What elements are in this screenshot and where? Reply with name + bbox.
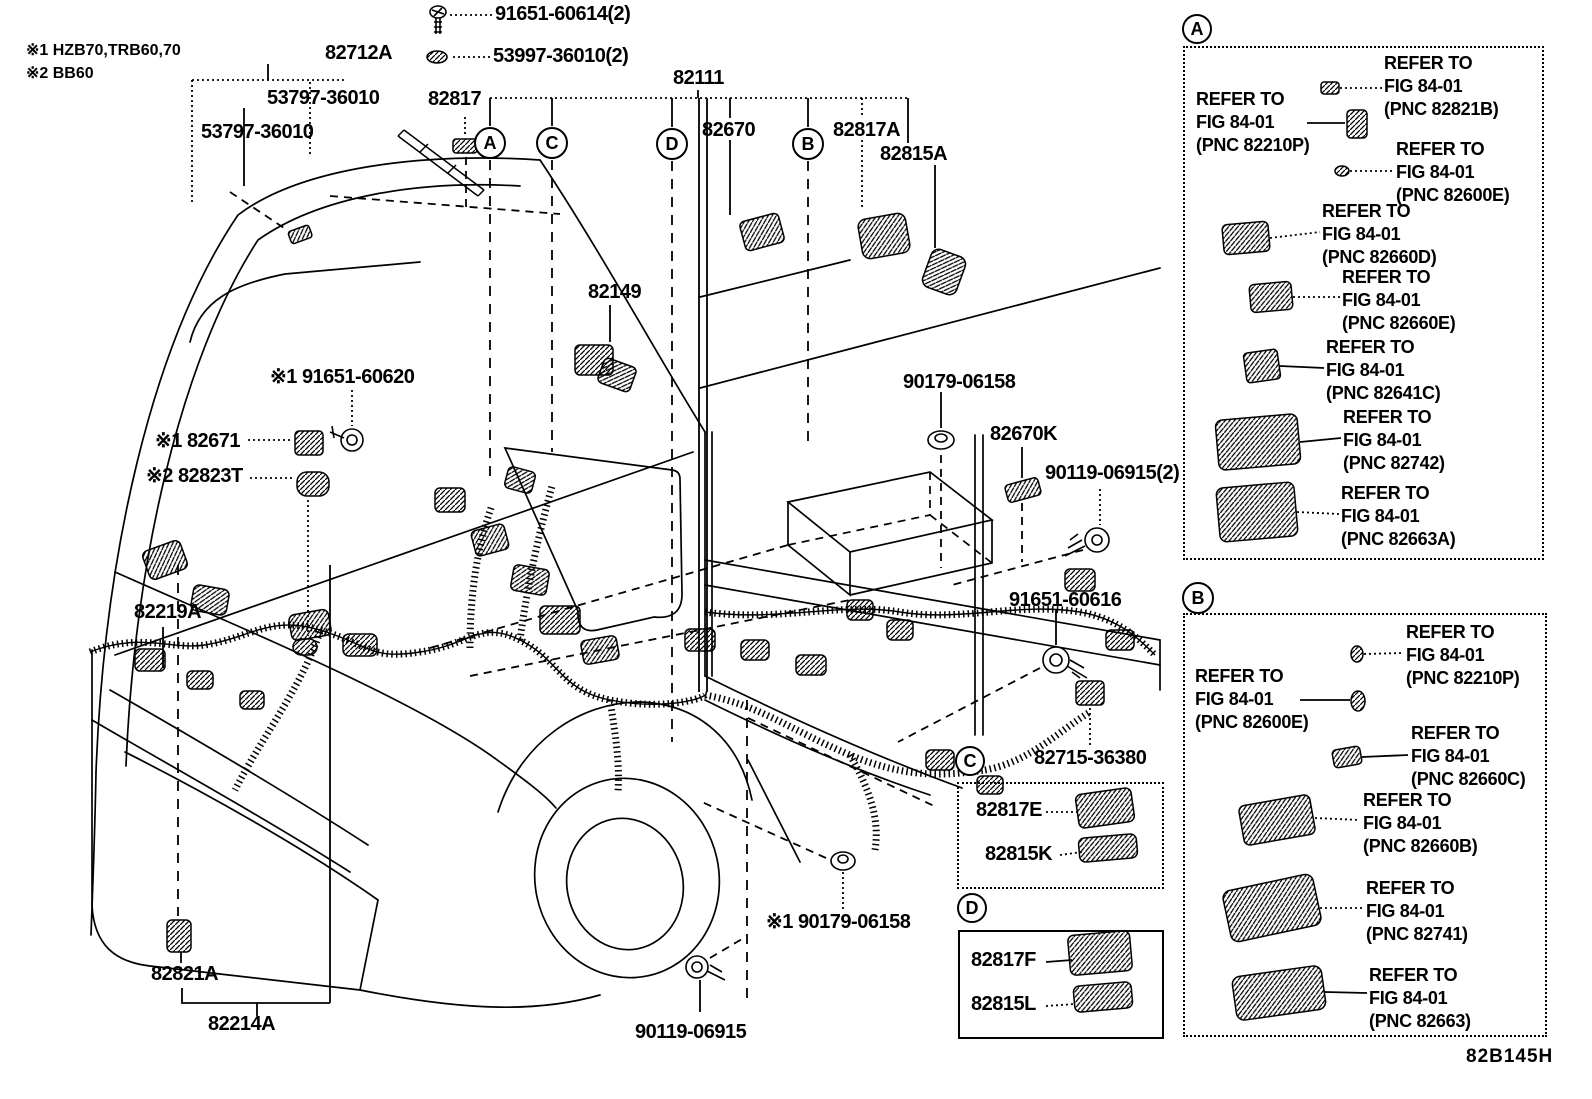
- part-label[interactable]: 90119-06915(2): [1045, 462, 1180, 484]
- bolt-91651-60620-icon: [329, 425, 364, 452]
- clip-82671-icon: [294, 430, 324, 456]
- refer-to-text: REFER TO FIG 84-01 (PNC 82660E): [1342, 267, 1456, 333]
- part-label[interactable]: 82214A: [208, 1013, 276, 1035]
- part-label[interactable]: 91651-60614(2): [495, 3, 631, 25]
- part-label[interactable]: 82821A: [151, 963, 219, 985]
- part-label[interactable]: 82815L: [971, 993, 1036, 1015]
- part-label[interactable]: 82817A: [833, 119, 901, 141]
- part-label[interactable]: 82815A: [880, 143, 948, 165]
- refer-panel-B: [1183, 613, 1547, 1037]
- refer-to-text: REFER TO FIG 84-01 (PNC 82600E): [1195, 666, 1309, 732]
- part-label[interactable]: 82670K: [990, 423, 1058, 445]
- part-label[interactable]: 53797-36010: [267, 87, 380, 109]
- part-label[interactable]: 82815K: [985, 843, 1053, 865]
- refer-to-text: REFER TO FIG 84-01 (PNC 82821B): [1384, 53, 1499, 119]
- refer-to-text: REFER TO FIG 84-01 (PNC 82663): [1369, 965, 1471, 1031]
- refer-to-text: REFER TO FIG 84-01 (PNC 82210P): [1406, 622, 1520, 688]
- part-label[interactable]: 82670: [702, 119, 756, 141]
- inset-box-D: [958, 930, 1164, 1039]
- part-label[interactable]: 82817F: [971, 949, 1036, 971]
- clamp-82670K-icon: [1004, 477, 1042, 503]
- callout-circle[interactable]: A: [474, 127, 506, 159]
- bracket-82712A-icon: [397, 129, 485, 197]
- refer-to-text: REFER TO FIG 84-01 (PNC 82210P): [1196, 89, 1310, 155]
- part-label[interactable]: ※1 91651-60620: [270, 366, 415, 388]
- part-label[interactable]: 91651-60616: [1009, 589, 1122, 611]
- duct-82815A-icon: [921, 248, 967, 296]
- part-label[interactable]: ※1 82671: [155, 430, 241, 452]
- connector-82149-icon: [574, 344, 614, 376]
- refer-panel-A: [1183, 46, 1544, 560]
- callout-circle[interactable]: C: [536, 127, 568, 159]
- part-label[interactable]: 82149: [588, 281, 642, 303]
- refer-to-text: REFER TO FIG 84-01 (PNC 82742): [1343, 407, 1445, 473]
- callout-circle[interactable]: A: [1182, 14, 1212, 44]
- callout-circle[interactable]: C: [955, 746, 985, 776]
- washer-90179-06158-2-icon: [830, 851, 856, 871]
- grommet-82823T-icon: [296, 471, 330, 497]
- clamp-82715-icon: [1075, 680, 1105, 706]
- refer-to-text: REFER TO FIG 84-01 (PNC 82741): [1366, 878, 1468, 944]
- figure-code: 82B145H: [1466, 1046, 1554, 1067]
- refer-to-text: REFER TO FIG 84-01 (PNC 82641C): [1326, 337, 1441, 403]
- part-label[interactable]: 53797-36010: [201, 121, 314, 143]
- part-label[interactable]: ※2 82823T: [146, 465, 243, 487]
- part-label[interactable]: 82715-36380: [1034, 747, 1147, 769]
- bolt-90119-06915-icon: [685, 955, 726, 981]
- refer-to-text: REFER TO FIG 84-01 (PNC 82660D): [1322, 201, 1437, 267]
- refer-to-text: REFER TO FIG 84-01 (PNC 82660B): [1363, 790, 1478, 856]
- screw-91651-60614-icon: [429, 5, 447, 34]
- part-label[interactable]: 82111: [673, 67, 724, 89]
- part-label[interactable]: 53997-36010(2): [493, 45, 629, 67]
- refer-to-text: REFER TO FIG 84-01 (PNC 82663A): [1341, 483, 1456, 549]
- part-label[interactable]: 82219A: [134, 601, 202, 623]
- part-label[interactable]: 82817: [428, 88, 482, 110]
- callout-circle[interactable]: B: [792, 128, 824, 160]
- callout-circle[interactable]: B: [1182, 582, 1214, 614]
- callout-circle[interactable]: D: [957, 893, 987, 923]
- refer-to-text: REFER TO FIG 84-01 (PNC 82660C): [1411, 723, 1526, 789]
- diagram-note: ※2 BB60: [26, 65, 94, 82]
- part-label[interactable]: 90119-06915: [635, 1021, 747, 1043]
- washer-90179-06158-icon: [927, 430, 955, 450]
- part-label[interactable]: ※1 90179-06158: [766, 911, 911, 933]
- bolt-90119-06915x2-icon: [1064, 527, 1110, 557]
- part-label[interactable]: 82712A: [325, 42, 393, 64]
- part-label[interactable]: 82817E: [976, 799, 1042, 821]
- part-label[interactable]: 90179-06158: [903, 371, 1016, 393]
- diagram-note: ※1 HZB70,TRB60,70: [26, 42, 181, 59]
- duct-82817A-icon: [857, 212, 911, 260]
- battery-box: [786, 471, 994, 597]
- clamp-82821A-icon: [166, 919, 192, 953]
- clip-53997-36010-icon: [426, 50, 448, 64]
- inset-box-C: [957, 782, 1164, 889]
- callout-circle[interactable]: D: [656, 128, 688, 160]
- bolt-91651-60616-icon: [1042, 646, 1088, 679]
- refer-to-text: REFER TO FIG 84-01 (PNC 82600E): [1396, 139, 1510, 205]
- connector-82670-icon: [739, 212, 785, 252]
